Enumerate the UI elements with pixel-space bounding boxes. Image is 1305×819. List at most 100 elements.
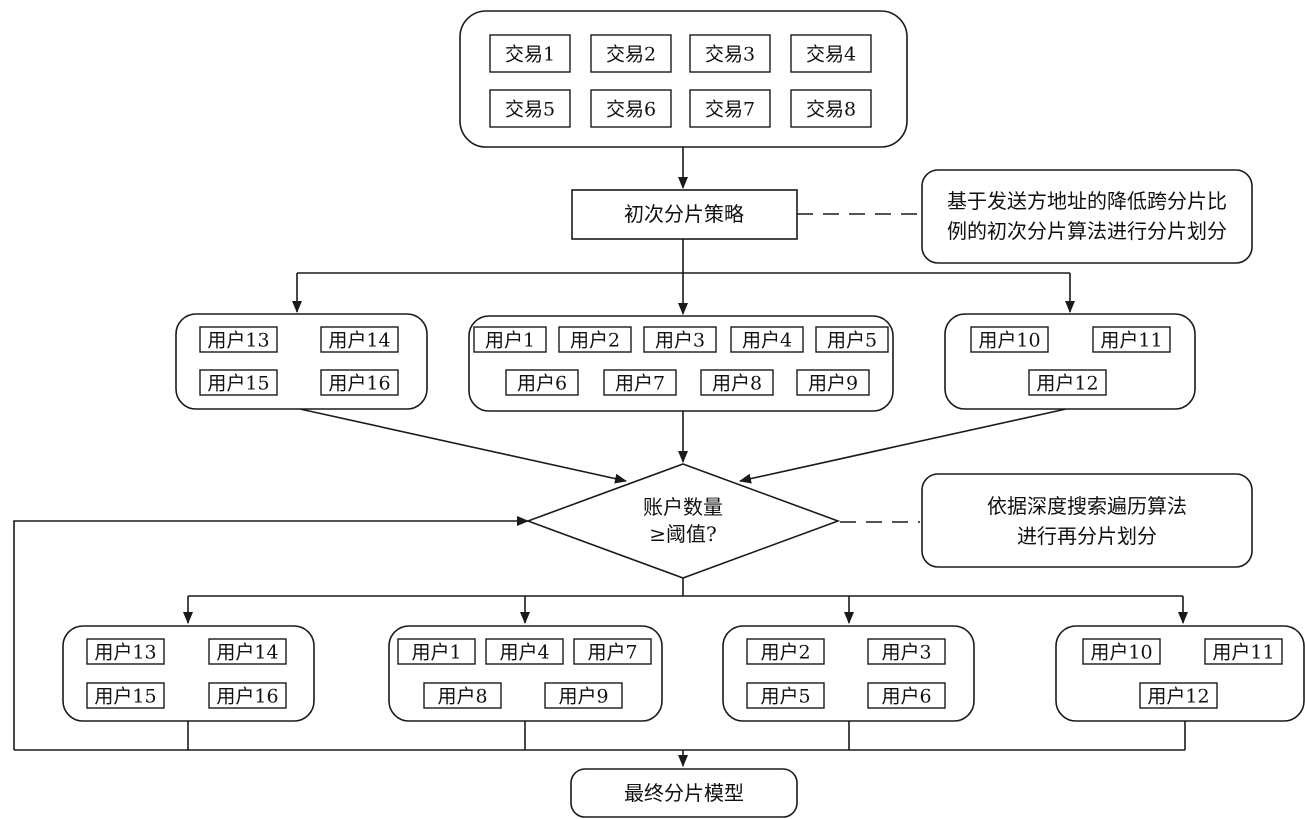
final-s3-user-2-box	[746, 682, 825, 709]
initial-middle-user-6-box	[603, 369, 677, 396]
final-s2-user-1-box	[485, 638, 564, 665]
initial-left-user-0-box	[199, 326, 278, 353]
final-s2-user-4: 用户9	[558, 686, 608, 708]
final-s3-user-3: 用户6	[881, 686, 931, 708]
transaction-7: 交易7	[705, 99, 755, 121]
transaction-5: 交易5	[505, 99, 555, 121]
final-s4-user-2: 用户12	[1147, 686, 1209, 708]
final-s2-user-3-box	[423, 682, 502, 709]
final-s1-user-1: 用户14	[216, 642, 278, 664]
decision-note: 依据深度搜索遍历算法 进行再分片划分	[921, 473, 1253, 568]
final-shard-2: 用户1 用户4 用户7 用户8 用户9	[388, 625, 663, 722]
final-s2-user-0-box	[397, 638, 476, 665]
final-s4-user-0-box	[1082, 638, 1161, 665]
final-s3-user-0: 用户2	[760, 642, 810, 664]
transaction-3: 交易3	[705, 44, 755, 66]
initial-middle-user-5-box	[505, 369, 579, 396]
initial-middle-user-6: 用户7	[615, 373, 665, 395]
arrow-right-shard-to-decision	[739, 408, 1067, 484]
decision-line-1: 账户数量	[643, 495, 723, 519]
final-s1-user-3-box	[208, 682, 287, 709]
initial-right-user-0: 用户10	[978, 330, 1040, 352]
decision-note-box	[921, 473, 1253, 568]
decision-note-line-1: 依据深度搜索遍历算法	[987, 494, 1187, 518]
final-s2-user-1: 用户4	[499, 642, 549, 664]
final-s3-user-2: 用户5	[760, 686, 810, 708]
initial-right-user-1: 用户11	[1100, 330, 1162, 352]
decision-note-line-2: 进行再分片划分	[1017, 524, 1157, 548]
final-s4-user-1: 用户11	[1212, 642, 1274, 664]
initial-middle-user-5: 用户6	[517, 373, 567, 395]
final-s2-user-2: 用户7	[587, 642, 637, 664]
initial-middle-user-8: 用户9	[808, 373, 858, 395]
final-s1-user-2-box	[86, 682, 165, 709]
final-shard-3-users: 用户2 用户3 用户5 用户6	[746, 638, 946, 709]
final-s2-user-3: 用户8	[437, 686, 487, 708]
decision: 账户数量 ≥阈值?	[525, 463, 841, 579]
final-s1-user-0: 用户13	[94, 642, 156, 664]
initial-middle-user-7: 用户8	[712, 373, 762, 395]
final-shard-1-users: 用户13 用户14 用户15 用户16	[86, 638, 287, 709]
initial-note-line-2: 例的初次分片算法进行分片划分	[947, 219, 1227, 243]
initial-middle-user-0-box	[473, 326, 547, 353]
initial-middle-user-7-box	[700, 369, 774, 396]
final-model-label: 最终分片模型	[624, 781, 744, 805]
transaction-5-box	[489, 89, 571, 128]
transaction-1: 交易1	[505, 44, 555, 66]
transaction-8-box	[790, 89, 872, 128]
final-s1-user-2: 用户15	[94, 686, 156, 708]
initial-left-user-3: 用户16	[328, 373, 390, 395]
initial-strategy-box	[571, 189, 798, 240]
final-s4-user-2-box	[1139, 682, 1218, 709]
initial-middle-user-3: 用户4	[742, 330, 792, 352]
transaction-4-box	[790, 34, 872, 73]
final-model: 最终分片模型	[570, 768, 798, 818]
initial-strategy-label: 初次分片策略	[624, 202, 744, 226]
final-s4-user-0: 用户10	[1090, 642, 1152, 664]
transaction-2-box	[590, 34, 672, 73]
initial-left-user-3-box	[320, 369, 399, 396]
final-s2-user-0: 用户1	[411, 642, 461, 664]
initial-middle-user-4-box	[815, 326, 889, 353]
initial-left-user-1-box	[320, 326, 399, 353]
arrow-left-shard-to-decision	[299, 408, 627, 484]
initial-middle-user-1-box	[558, 326, 632, 353]
transaction-6-box	[590, 89, 672, 128]
final-s3-user-0-box	[746, 638, 825, 665]
initial-middle-user-4: 用户5	[827, 330, 877, 352]
initial-note-line-1: 基于发送方地址的降低跨分片比	[947, 189, 1227, 213]
transaction-1-box	[489, 34, 571, 73]
final-shard-2-users: 用户1 用户4 用户7 用户8 用户9	[397, 638, 652, 709]
final-s3-user-1: 用户3	[881, 642, 931, 664]
initial-note-box	[921, 169, 1253, 264]
final-s1-user-0-box	[86, 638, 165, 665]
transaction-7-box	[689, 89, 771, 128]
initial-right-user-0-box	[970, 326, 1049, 353]
final-s3-user-1-box	[867, 638, 946, 665]
final-s4-user-1-box	[1204, 638, 1283, 665]
final-shard-3: 用户2 用户3 用户5 用户6	[722, 625, 975, 722]
initial-note: 基于发送方地址的降低跨分片比 例的初次分片算法进行分片划分	[921, 169, 1253, 264]
decision-diamond	[525, 463, 841, 579]
initial-right-user-2: 用户12	[1036, 373, 1098, 395]
final-s1-user-3: 用户16	[216, 686, 278, 708]
feedback-loop-arrow	[13, 516, 529, 750]
decision-line-2: ≥阈值?	[649, 522, 716, 546]
initial-right-user-2-box	[1028, 369, 1107, 396]
connectors	[13, 147, 1188, 767]
initial-middle-user-2: 用户3	[655, 330, 705, 352]
final-s2-user-2-box	[573, 638, 652, 665]
transaction-4: 交易4	[806, 44, 856, 66]
transaction-3-box	[689, 34, 771, 73]
initial-middle-user-8-box	[796, 369, 870, 396]
initial-middle-user-3-box	[730, 326, 804, 353]
